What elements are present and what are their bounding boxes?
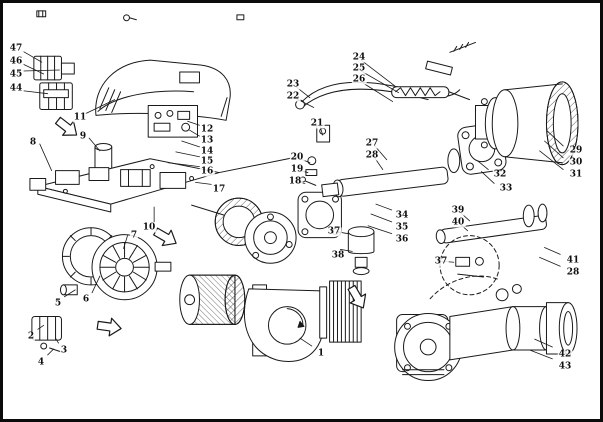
leader-line-24 — [361, 60, 395, 86]
leader-line-47 — [23, 51, 42, 62]
leader-line-17 — [196, 182, 212, 184]
leader-line-27 — [374, 145, 387, 160]
pump-cover-discs — [215, 198, 296, 263]
leader-line-32 — [477, 161, 488, 170]
leader-line-42 — [535, 339, 553, 347]
leader-line-38 — [340, 249, 352, 251]
pump-shaft — [321, 147, 471, 199]
leader-line-7 — [124, 236, 128, 249]
small-parts-center — [301, 125, 330, 185]
leader-line-6 — [92, 276, 100, 293]
leader-line-18 — [298, 182, 305, 183]
blower-housing — [244, 285, 323, 362]
leader-line-26 — [361, 82, 393, 102]
leader-line-5 — [64, 290, 75, 297]
leader-line-11 — [86, 100, 115, 114]
leader-line-3 — [56, 338, 59, 343]
leader-line-1 — [300, 338, 312, 346]
leader-line-39 — [459, 211, 470, 221]
leader-line-46 — [23, 64, 44, 74]
leader-line-28 — [374, 157, 383, 170]
leader-line-25 — [361, 71, 398, 93]
top-right-cylinder — [475, 82, 578, 165]
leader-line-14 — [182, 141, 200, 147]
leader-line-2 — [38, 325, 44, 329]
leader-line-28 — [540, 257, 561, 266]
burner-tube-assembly — [395, 276, 577, 381]
leader-line-31 — [540, 151, 564, 170]
leader-line-37 — [442, 261, 454, 262]
coupling-cup — [348, 227, 374, 275]
arrow-icon — [150, 223, 182, 252]
leader-line-33 — [481, 172, 494, 184]
leader-line-12 — [188, 121, 200, 125]
arrow-icon — [95, 315, 123, 338]
bottom-left-connector — [32, 316, 62, 351]
leader-line-43 — [530, 350, 553, 359]
leader-line-45 — [23, 70, 59, 71]
leader-line-13 — [190, 130, 200, 136]
spring-rod — [392, 42, 476, 99]
small-screw-top-left — [37, 11, 46, 17]
control-pcb — [148, 106, 197, 138]
leader-line-23 — [296, 87, 310, 98]
diagram-canvas — [3, 3, 600, 419]
capacitor — [95, 143, 112, 175]
motor — [60, 228, 170, 300]
leader-line-29 — [547, 131, 563, 146]
leader-line-44 — [23, 91, 48, 94]
lower-shaft — [435, 204, 547, 295]
leader-line-16 — [168, 163, 200, 167]
leader-line-4 — [48, 349, 54, 355]
terminal-blocks-top-left — [34, 56, 74, 109]
mounting-flange — [298, 192, 341, 237]
leader-line-35 — [371, 214, 392, 222]
leader-line-15 — [176, 152, 200, 157]
leader-line-9 — [89, 138, 100, 151]
arrow-icon — [51, 112, 83, 143]
leader-line-36 — [368, 226, 392, 234]
leader-line-41 — [544, 247, 560, 254]
leader-line-30 — [544, 141, 563, 158]
leader-line-34 — [376, 204, 392, 210]
fan-wheel — [180, 275, 245, 324]
control-chassis — [30, 157, 298, 218]
leader-line-8 — [40, 144, 52, 171]
small-part-top — [124, 15, 244, 21]
